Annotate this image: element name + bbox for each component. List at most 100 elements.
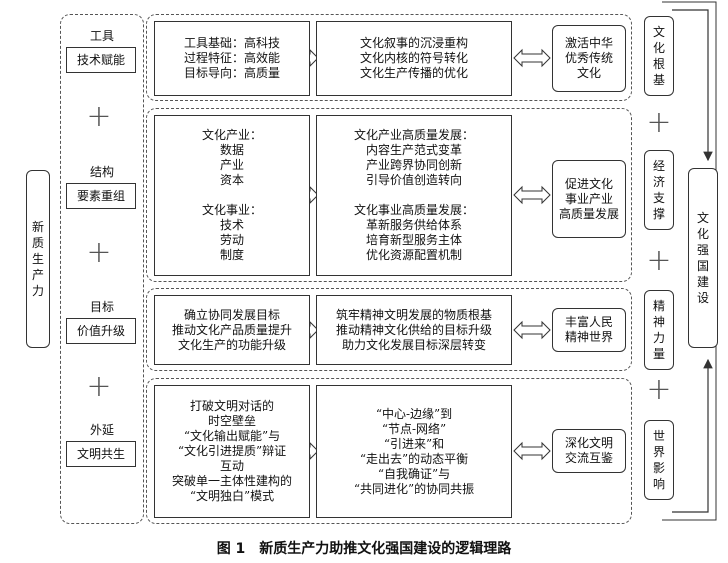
- cultural-power-char-line: 国: [696, 259, 709, 273]
- pillar-char-line: 世: [652, 429, 665, 443]
- pillar-char-line: 量: [652, 347, 665, 361]
- category-column: [60, 14, 144, 524]
- row1-col3-line: 文化: [576, 66, 601, 80]
- plus-icon: +: [646, 243, 672, 278]
- new-productivity-char-line: 质: [31, 236, 44, 250]
- row2-col2-line: 革新服务供给体系: [365, 218, 462, 232]
- plus-icon: +: [86, 235, 112, 270]
- double-arrow-icon: [513, 48, 551, 68]
- new-productivity-char-line: 生: [31, 252, 44, 266]
- row1-col2-line: 文化内核的符号转化: [359, 51, 468, 65]
- row4-col1-line: “文明独白”模式: [189, 489, 275, 503]
- row4-col1-line: 时空壁垒: [207, 414, 256, 428]
- row4-col2-line: “节点-网络”: [381, 421, 447, 436]
- figure-caption: 图 1 新质生产力助推文化强国建设的逻辑理路: [216, 541, 512, 557]
- row1-col2-line: 文化叙事的沉浸重构: [359, 36, 468, 50]
- cultural-power-char-line: 文: [696, 211, 709, 225]
- pillar-char-line: 精: [652, 299, 665, 313]
- row4-col1-line: 互动: [219, 459, 244, 473]
- row2-col2-line: 文化事业高质量发展：: [353, 203, 474, 217]
- pillar-char-line: 支: [652, 191, 665, 205]
- row4-col2-line: “共同进化”的协同共振: [353, 481, 475, 496]
- row1-col2: 文化叙事的沉浸重构文化内核的符号转化文化生产传播的优化: [316, 21, 512, 96]
- row3-col2-line: 筑牢精神文明发展的物质根基: [335, 307, 492, 322]
- row2-col2-line: 优化资源配置机制: [365, 248, 462, 262]
- row4-col2: “中心-边缘”到“节点-网络”“引进来”和“走出去”的动态平衡“自我确证”与“共…: [316, 385, 512, 518]
- row-container-1: [146, 14, 632, 101]
- row4-col2-line: “中心-边缘”到: [375, 406, 453, 421]
- row2-col3-line: 高质量发展: [558, 206, 619, 221]
- row1-col1-line: 工具基础：高科技: [183, 36, 280, 50]
- row4-col3-line: 深化文明: [564, 436, 613, 450]
- cultural-power-construction: 文化强国建设: [688, 168, 718, 348]
- pillar-char-line: 文: [652, 25, 665, 39]
- cultural-power-char-line: 化: [696, 227, 709, 241]
- node-value-upgrade: 价值升级: [66, 318, 136, 344]
- row2-col2-line: [354, 188, 474, 203]
- row4-col1-line: 突破单一主体性建构的: [171, 474, 292, 488]
- row-container-4: [146, 378, 632, 524]
- pillar-char-line: 影: [652, 461, 665, 475]
- pillar-char-line: 力: [652, 331, 665, 345]
- new-productivity-char-line: 产: [31, 268, 44, 282]
- plus-icon: +: [86, 369, 112, 404]
- row2-col2-line: 产业跨界协同创新: [365, 158, 462, 172]
- pillar-char-line: 神: [652, 315, 665, 329]
- row2-col1-line: 文化产业：: [201, 128, 262, 142]
- pillar-cultural-foundation: 文化根基: [644, 16, 674, 96]
- row4-col1-line: “文化引进提质”辩证: [177, 444, 287, 458]
- row4-col2-line: “引进来”和: [383, 436, 445, 451]
- row4-col1-line: “文化输出赋能”与: [183, 429, 281, 443]
- row3-col1-line: 推动文化产品质量提升: [171, 322, 292, 337]
- row2-col2-line: 文化产业高质量发展：: [353, 128, 474, 142]
- pillar-char-line: 化: [652, 41, 665, 55]
- row2-col1-line: 数据: [219, 143, 244, 157]
- plus-icon: +: [646, 372, 672, 407]
- double-arrow-icon: [513, 320, 551, 340]
- pillar-char-line: 经: [652, 159, 665, 173]
- row2-col3-line: 事业产业: [564, 191, 613, 206]
- pillar-world-influence: 世界影响: [644, 420, 674, 500]
- node-civilization-symbiosis: 文明共生: [66, 441, 136, 467]
- row1-col3-line: 优秀传统: [564, 51, 613, 65]
- new-productivity-char-line: 新: [31, 220, 44, 234]
- row2-col1-line: [202, 188, 262, 203]
- pillar-char-line: 基: [652, 73, 665, 87]
- row1-col1-line: 过程特征：高效能: [183, 51, 280, 65]
- row-container-2: [146, 108, 632, 282]
- pillar-char-line: 根: [652, 57, 665, 71]
- row2-col2: 文化产业高质量发展：内容生产范式变革产业跨界协同创新引导价值创造转向 文化事业高…: [316, 115, 512, 276]
- row4-col3: 深化文明交流互鉴: [552, 429, 626, 473]
- row3-col2-line: 推动精神文化供给的目标升级: [335, 322, 492, 337]
- row2-col1-line: 制度: [219, 248, 244, 262]
- node-factor-reorg: 要素重组: [66, 183, 136, 209]
- flow-arrow-bottom: [672, 358, 713, 513]
- flow-arrow-top: [672, 9, 713, 162]
- row-container-3: [146, 288, 632, 371]
- row2-col1-line: 劳动: [219, 233, 244, 247]
- cultural-power-char-line: 建: [696, 275, 709, 289]
- new-productivity-label: 新质生产力: [26, 170, 50, 348]
- row3-col1: 确立协同发展目标推动文化产品质量提升文化生产的功能升级: [154, 295, 310, 365]
- row1-col3-line: 激活中华: [564, 36, 613, 50]
- row3-col1-line: 文化生产的功能升级: [177, 337, 286, 352]
- row4-col1-line: 打破文明对话的: [189, 399, 274, 413]
- category-extension: 外延: [89, 423, 114, 437]
- node-tech-empower: 技术赋能: [66, 47, 136, 73]
- row3-col3-line: 精神世界: [564, 330, 613, 344]
- row2-col1-line: 技术: [219, 218, 244, 232]
- plus-icon: +: [646, 105, 672, 140]
- cultural-power-char-line: 强: [696, 243, 709, 257]
- row2-col2-line: 内容生产范式变革: [365, 143, 462, 157]
- pillar-char-line: 撑: [652, 207, 665, 221]
- row1-col2-line: 文化生产传播的优化: [359, 66, 468, 80]
- row1-col3: 激活中华优秀传统文化: [552, 25, 626, 92]
- pillar-char-line: 响: [652, 477, 665, 491]
- pillar-char-line: 界: [652, 445, 665, 459]
- row2-col3-line: 促进文化: [564, 176, 613, 191]
- row4-col2-line: “自我确证”与: [377, 466, 451, 481]
- row1-col1-line: 目标导向：高质量: [183, 66, 280, 80]
- category-goal: 目标: [89, 300, 114, 314]
- row3-col2-line: 助力文化发展目标深层转变: [341, 337, 486, 352]
- plus-icon: +: [86, 99, 112, 134]
